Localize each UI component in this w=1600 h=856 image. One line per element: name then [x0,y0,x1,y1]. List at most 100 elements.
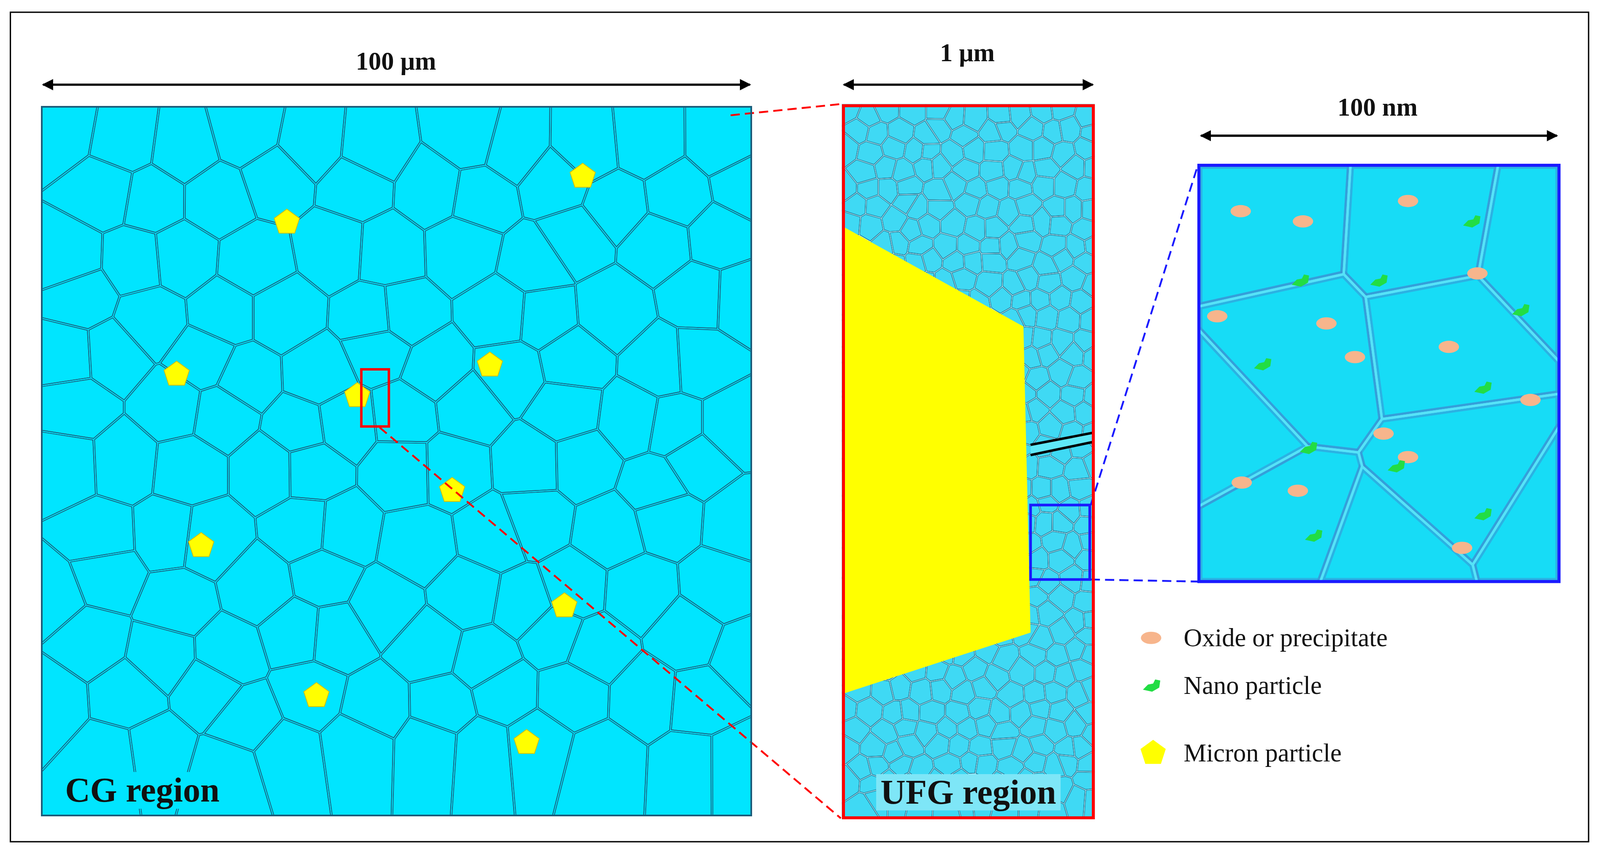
region-panel: UFG region [841,104,1096,820]
grain-boundary [949,124,979,148]
grain-boundary [1016,265,1040,292]
grain-boundary [927,200,956,221]
grain-boundary [1066,232,1086,260]
grain-boundary [1008,655,1035,687]
grain [490,418,558,494]
grain-boundary [943,663,967,691]
grain-boundary [327,280,390,341]
grain-boundary [112,285,188,365]
oxide-particle [1467,267,1488,280]
nano-panel-border [1199,165,1560,582]
grain-boundary [1320,466,1477,582]
grain-boundary [266,660,349,733]
grain-boundary [921,143,941,160]
grain-boundary [155,218,220,299]
grain-boundary [912,158,934,184]
grain-boundary [979,160,1005,182]
grain [536,544,607,619]
grain-boundary [553,718,649,817]
grain-boundary [348,561,427,655]
grain-boundary [399,321,474,403]
micron-particle [477,351,503,377]
grain-boundary [841,791,881,820]
grain-boundary [1059,265,1087,292]
grain-boundary [1051,140,1076,168]
grain-boundary [1060,384,1085,407]
grain-boundary [701,472,753,562]
grain-boundary [485,105,551,187]
grain-boundary [1199,165,1351,307]
grain [359,207,426,286]
grain-boundary [990,720,1021,740]
grain-boundary [951,268,978,291]
grain-boundary [644,155,713,228]
legend-swatch [1140,631,1162,645]
grain-boundary [677,327,753,400]
grain-boundary [1026,397,1051,424]
legend-swatch [1130,737,1172,769]
grain-boundary [670,664,753,736]
legend-entry: Oxide or precipitate [1130,622,1388,654]
grain-boundary [914,720,938,748]
grain-boundary [1002,154,1024,181]
grain-boundary [359,207,426,286]
grain-boundary [556,429,625,506]
nano-particle [1474,508,1492,521]
grain-boundary [1011,289,1032,310]
grain-boundary [380,603,463,683]
grain-boundary [1072,590,1096,613]
grain-boundary [922,178,953,201]
grain-boundary [859,731,887,758]
grain-boundary [615,212,692,290]
grain-boundary [151,105,220,185]
grain-boundary [878,178,899,205]
legend-entry: Micron particle [1130,737,1342,769]
grain-boundary [255,497,326,564]
grain-boundary [1049,284,1072,312]
grain-boundary [874,155,897,179]
grain-boundary [711,715,752,817]
grain-boundary [913,119,941,144]
grain [93,413,158,507]
grain-boundary [896,733,925,759]
grain-boundary [322,485,385,568]
grain-boundary [616,317,682,398]
grain-boundary [919,699,946,725]
grain-boundary [1052,509,1074,534]
grain-boundary [899,217,923,242]
grain-boundary [942,170,967,202]
micron-particle [439,477,465,502]
grain-boundary [435,369,515,447]
grain-boundary [1074,176,1095,202]
oxide-particle [1344,351,1365,364]
grain-boundary [931,152,953,179]
grain-boundary [977,118,1002,143]
grain-boundary [1063,709,1087,737]
grain-boundary [40,651,90,772]
oxide-particle [1438,340,1460,353]
grain-boundary [889,231,910,256]
grain [990,720,1021,740]
grain-boundary [1034,660,1057,685]
grain-boundary [452,165,523,234]
oxide-particle [1316,317,1337,330]
grain-boundary [1006,247,1037,272]
grain-boundary [1063,606,1085,634]
grain-boundary [101,224,161,297]
grain-boundary [471,658,539,727]
grain-boundary [981,253,1008,274]
grain-boundary [193,385,263,457]
grain-boundary [40,105,98,192]
grain-boundary [40,605,133,684]
grain-boundary [519,381,603,442]
zoom-lines [361,104,1560,819]
grain-boundary [1048,698,1075,723]
grain-boundary [424,216,504,300]
grain-boundary [1074,104,1095,128]
grain [1320,466,1477,582]
grain-boundary [944,700,970,725]
grain-boundary [684,105,753,177]
grain-boundary [980,237,1001,254]
nano-particle [1299,441,1318,455]
